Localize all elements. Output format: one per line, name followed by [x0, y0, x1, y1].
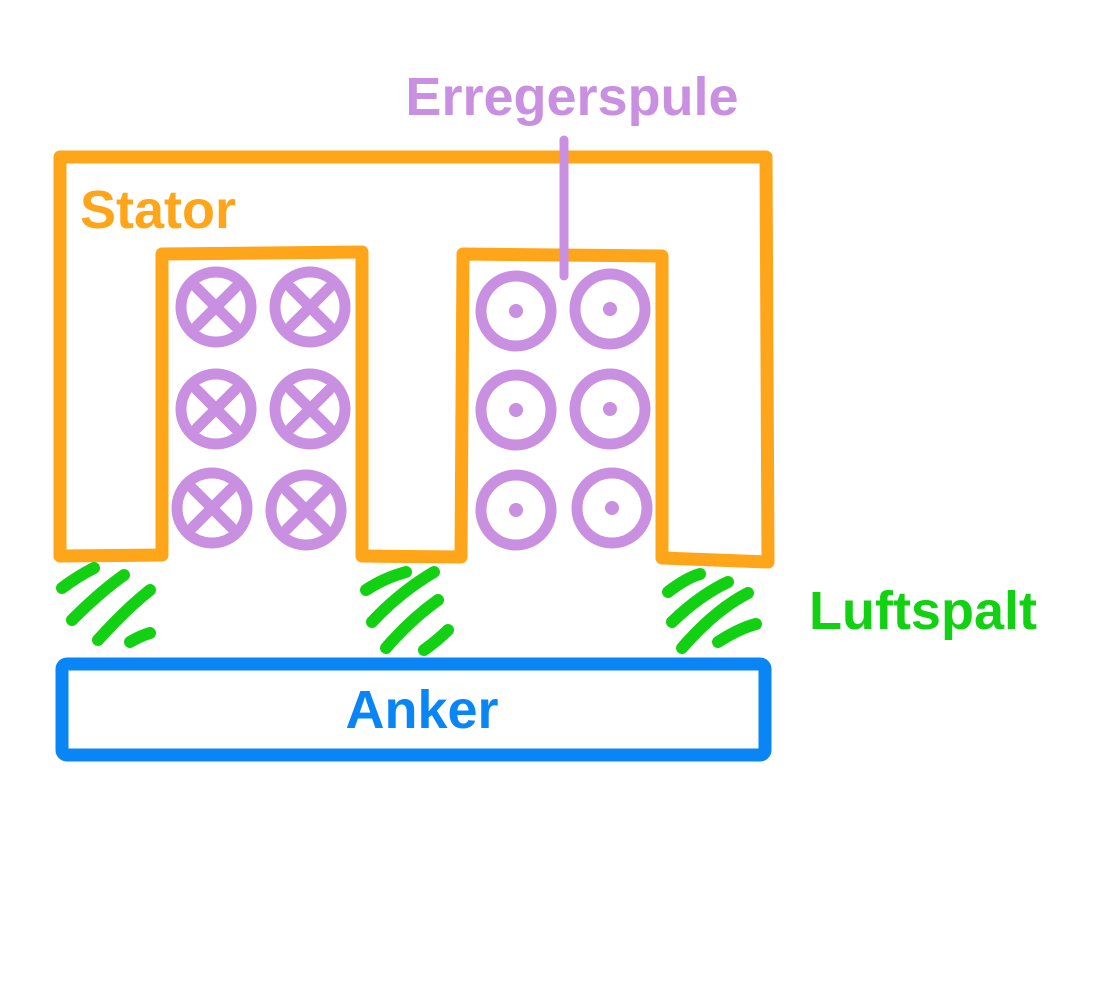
current-into-page-icon: [269, 266, 351, 348]
current-out-of-page-icon: [475, 469, 557, 551]
current-out-of-page-icon: [569, 268, 651, 350]
current-into-page-icon: [269, 368, 351, 450]
current-out-of-page-icon: [475, 270, 557, 352]
air-gap-hatch-right: [662, 568, 762, 654]
air-gap-hatch-middle: [360, 566, 454, 656]
current-into-page-icon: [265, 469, 347, 551]
coil-right-slot: [475, 268, 653, 551]
coil-left-slot: [171, 266, 351, 551]
current-into-page-icon: [171, 467, 253, 549]
armature-label: Anker: [345, 680, 498, 740]
current-out-of-page-icon: [571, 467, 653, 549]
coil-label: Erregerspule: [405, 67, 738, 127]
armature-bar: [55, 657, 772, 762]
current-into-page-icon: [175, 368, 257, 450]
current-into-page-icon: [175, 266, 257, 348]
air-gap-label: Luftspalt: [809, 581, 1037, 641]
stator-outline: [53, 150, 775, 569]
current-out-of-page-icon: [475, 369, 557, 451]
air-gap-hatch-left: [56, 562, 156, 648]
stator-label: Stator: [80, 180, 236, 240]
current-out-of-page-icon: [569, 368, 651, 450]
